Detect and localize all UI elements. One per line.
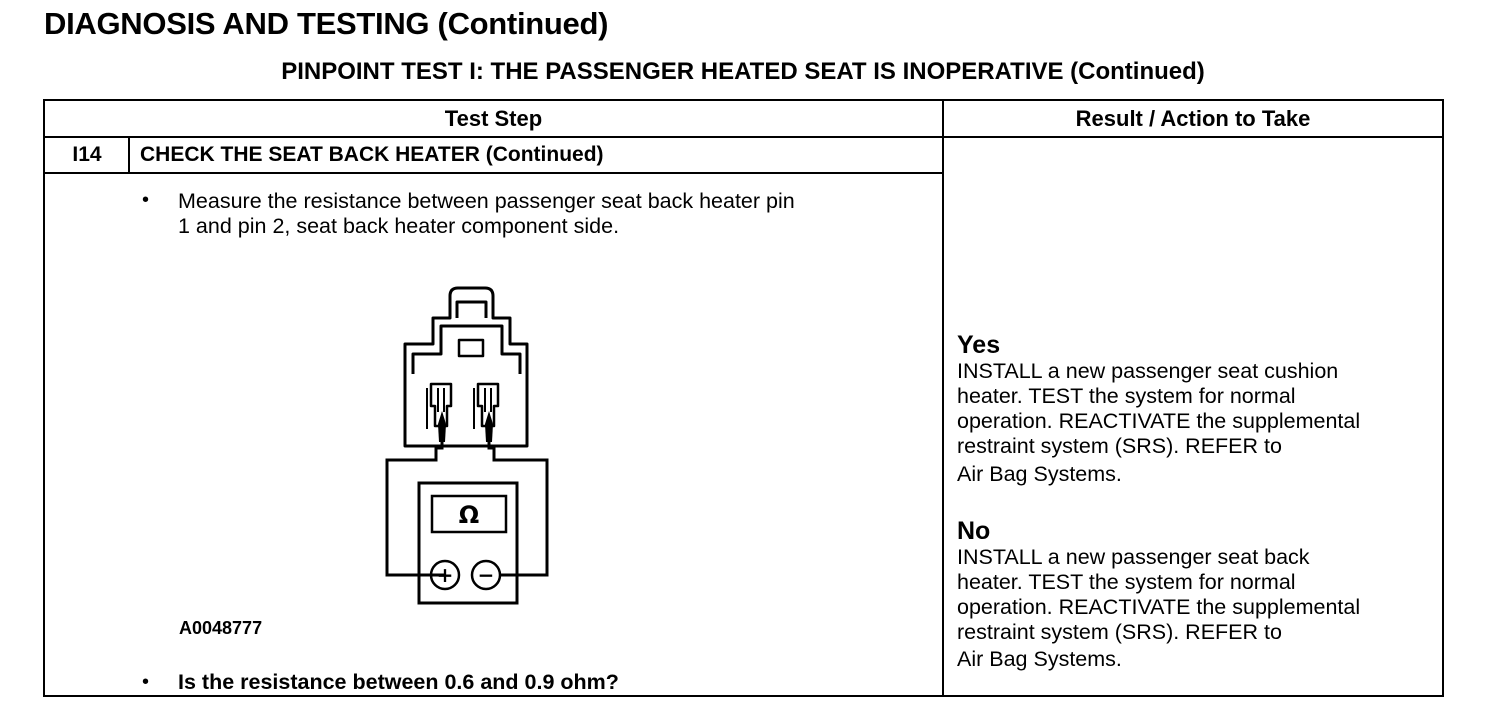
ohm-symbol: Ω xyxy=(459,501,479,529)
ohmmeter-body xyxy=(417,481,519,605)
result-no-line: restraint system (SRS). REFER to xyxy=(957,620,1282,644)
header-test-step: Test Step xyxy=(444,106,543,131)
step-title: CHECK THE SEAT BACK HEATER (Continued) xyxy=(140,143,604,166)
connector-housing xyxy=(403,286,529,448)
minus-symbol: − xyxy=(478,563,495,587)
connector-latch xyxy=(455,300,488,318)
connector-ohmmeter-diagram: Ω + − xyxy=(385,286,549,605)
probe-tip-1 xyxy=(438,411,446,442)
header-divider xyxy=(45,136,1442,138)
figure-code: A0048777 xyxy=(179,618,263,638)
header-result-action: Result / Action to Take xyxy=(1075,106,1311,131)
step-id: I14 xyxy=(72,143,102,166)
instruction-line: 1 and pin 2, seat back heater component … xyxy=(178,214,620,238)
result-no-label: No xyxy=(957,517,991,545)
pinpoint-test-title: PINPOINT TEST I: THE PASSENGER HEATED SE… xyxy=(281,58,1205,85)
result-no-line: Air Bag Systems. xyxy=(957,647,1122,671)
plus-symbol: + xyxy=(437,563,454,587)
column-divider xyxy=(942,101,944,697)
test-lead-2 xyxy=(487,442,549,577)
result-no-line: heater. TEST the system for normal xyxy=(957,570,1296,594)
terminal-pin-1 xyxy=(429,382,453,428)
connector-inner-outline xyxy=(411,324,522,374)
bullet-marker: • xyxy=(142,189,150,211)
step-id-divider xyxy=(128,138,130,173)
instruction-line: Measure the resistance between passenger… xyxy=(178,189,795,213)
page-heading: DIAGNOSIS AND TESTING (Continued) xyxy=(44,6,609,41)
result-yes-line: heater. TEST the system for normal xyxy=(957,384,1296,408)
result-yes-line: Air Bag Systems. xyxy=(957,462,1122,486)
plus-terminal xyxy=(429,559,461,591)
result-no-line: operation. REACTIVATE the supplemental xyxy=(957,595,1361,619)
minus-terminal xyxy=(470,559,502,591)
latch-window xyxy=(457,338,485,358)
test-question: Is the resistance between 0.6 and 0.9 oh… xyxy=(178,670,619,694)
probe-tip-2 xyxy=(485,411,493,442)
bullet-marker: • xyxy=(142,671,150,693)
result-yes-label: Yes xyxy=(957,331,1001,359)
terminal-pin-2 xyxy=(476,382,500,428)
test-lead-1 xyxy=(385,442,445,577)
result-yes-line: INSTALL a new passenger seat cushion xyxy=(957,359,1339,383)
result-no-line: INSTALL a new passenger seat back xyxy=(957,545,1310,569)
result-yes-line: operation. REACTIVATE the supplemental xyxy=(957,409,1361,433)
ohmmeter-display xyxy=(430,494,508,534)
test-table: Test Step Result / Action to Take I14 CH… xyxy=(43,99,1444,697)
step-title-divider xyxy=(45,172,942,174)
result-yes-line: restraint system (SRS). REFER to xyxy=(957,434,1282,458)
